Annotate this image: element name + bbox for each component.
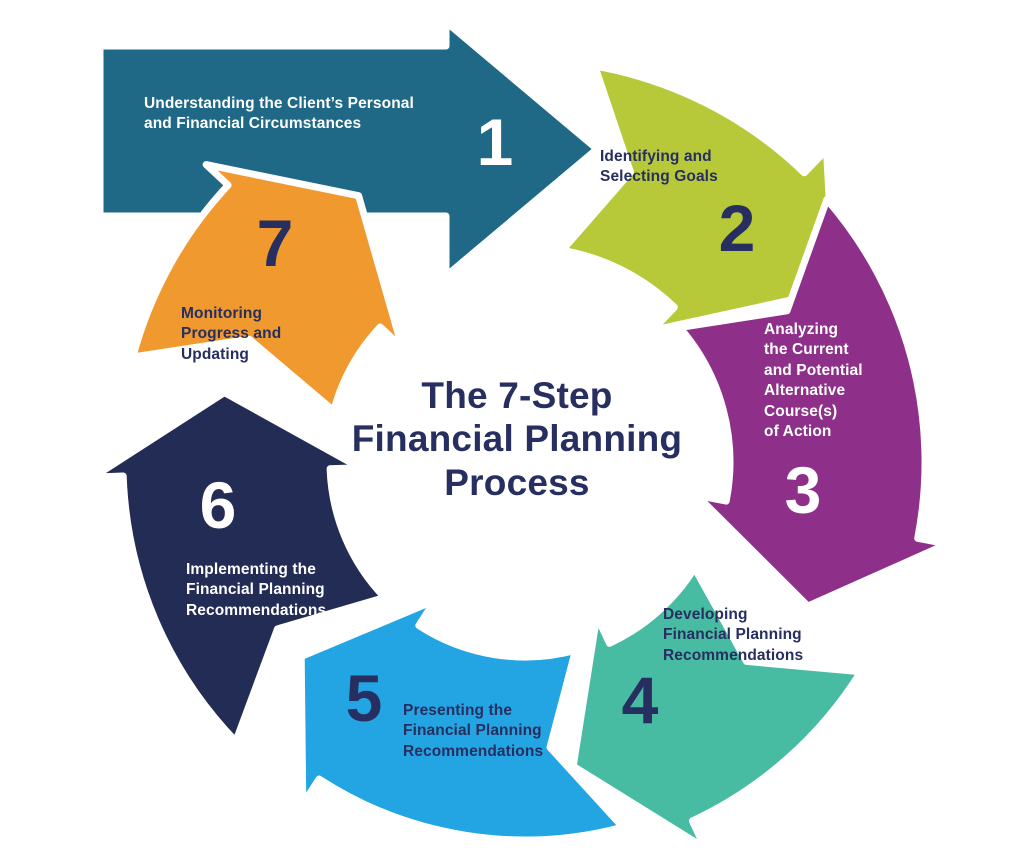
step-2-arrow (558, 62, 838, 334)
diagram-title: The 7-Step Financial Planning Process (351, 375, 683, 503)
step-5-arrow (297, 596, 627, 844)
step-5-number: 5 (345, 661, 383, 735)
step-5-label: Presenting the Financial Planning Recomm… (403, 702, 544, 760)
step-4-arrow (569, 564, 865, 852)
step-4-number: 4 (621, 663, 659, 737)
step-6-arrow (89, 389, 389, 745)
step-1-number: 1 (476, 105, 514, 179)
step-7-label: Monitoring Progress and Updating (181, 305, 282, 363)
step-2-label: Identifying and Selecting Goals (600, 148, 718, 186)
step-3-number: 3 (784, 453, 822, 527)
step-1-label: Understanding the Client’s Personal and … (144, 95, 414, 133)
step-2-number: 2 (718, 191, 756, 265)
step-6-label: Implementing the Financial Planning Reco… (186, 561, 327, 619)
step-6-number: 6 (199, 468, 237, 542)
step-7-arrow (129, 161, 406, 415)
step-7-number: 7 (256, 206, 294, 280)
step-4-label: Developing Financial Planning Recommenda… (663, 606, 804, 664)
step-3-label: Analyzing the Current and Potential Alte… (764, 321, 863, 441)
step-3-arrow (676, 196, 951, 610)
